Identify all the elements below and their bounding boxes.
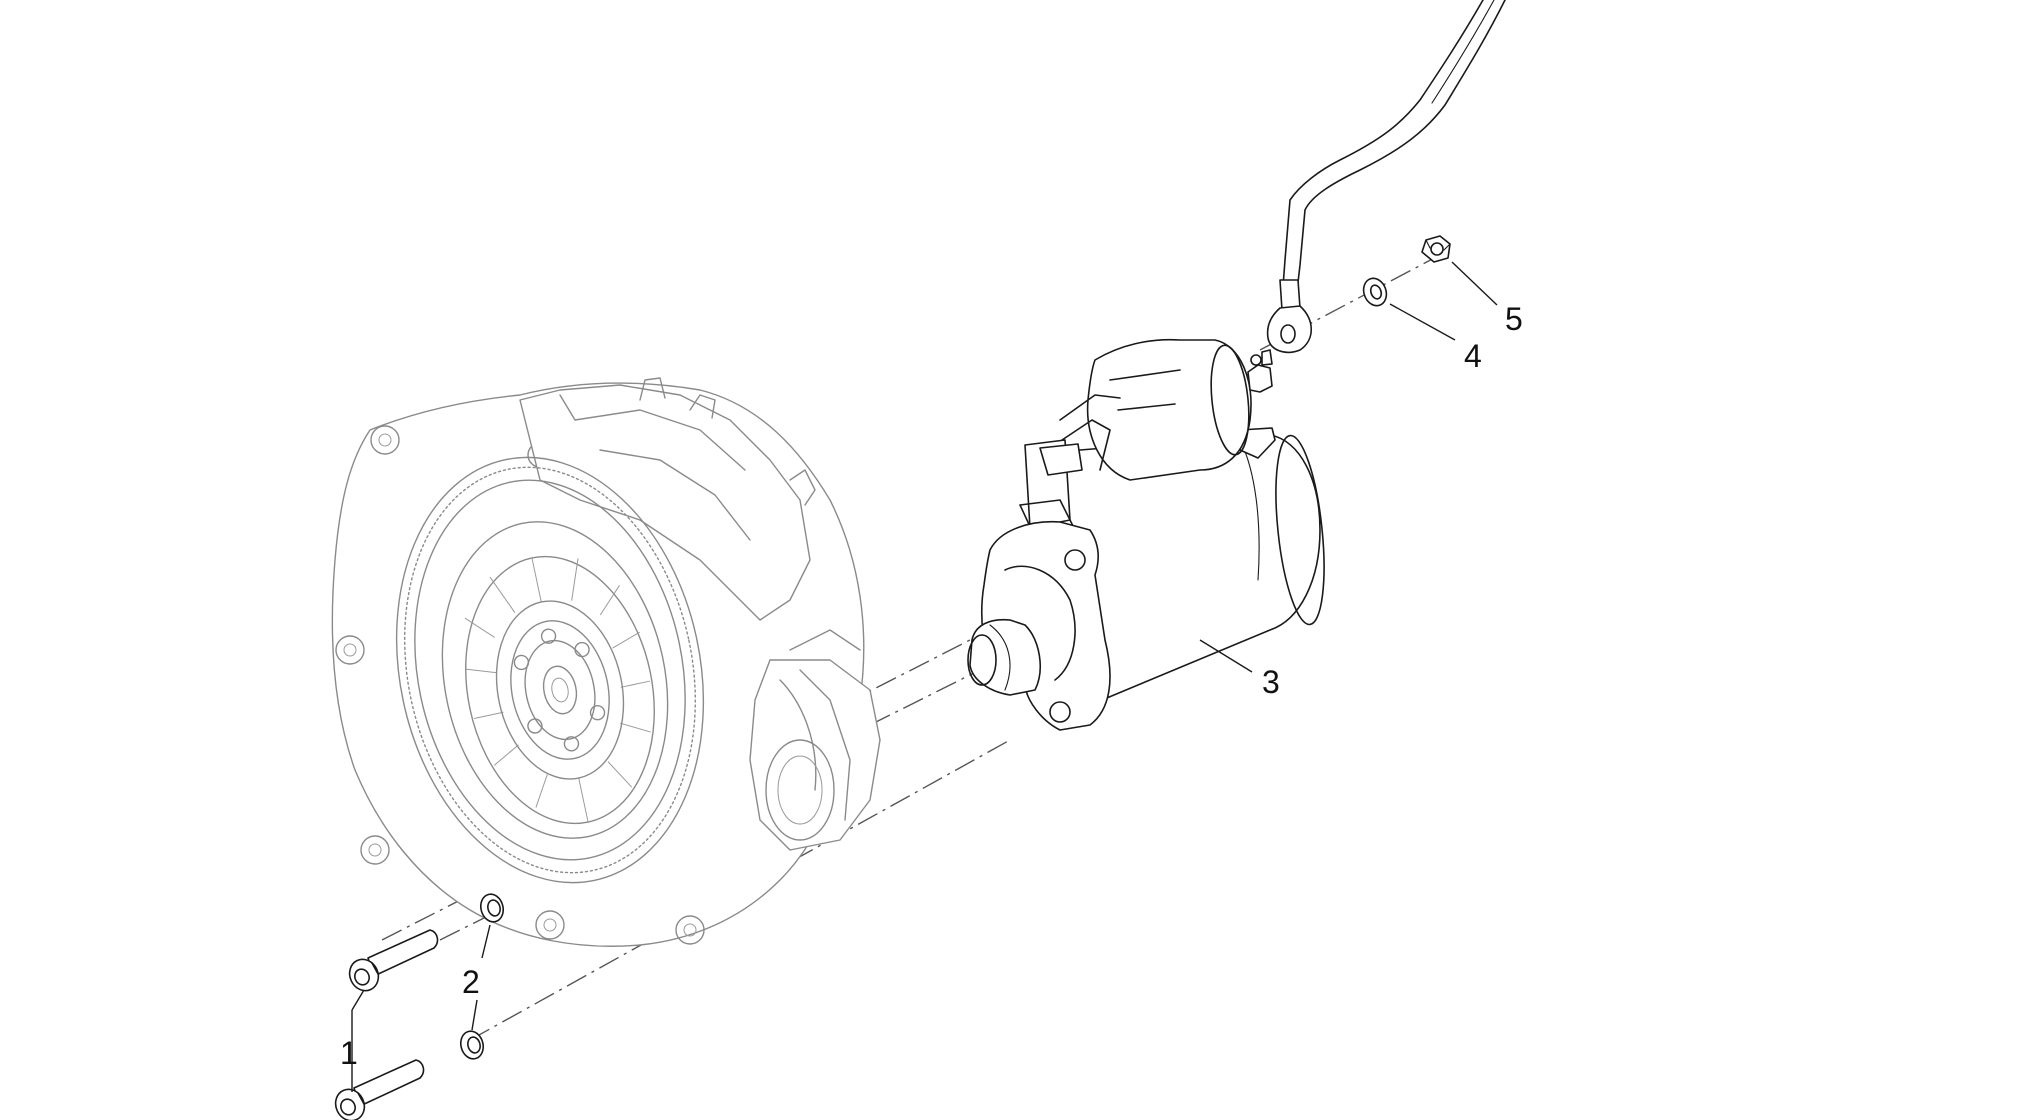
callout-5: 5 — [1505, 301, 1523, 337]
starter-motor — [967, 338, 1325, 731]
engine-housing — [331, 377, 881, 947]
hex-nut — [1421, 235, 1451, 263]
spring-washer — [1362, 277, 1388, 307]
callout-1: 1 — [340, 1035, 358, 1071]
callout-2: 2 — [462, 964, 480, 1000]
callout-4: 4 — [1464, 338, 1482, 374]
washer-upper — [479, 893, 505, 923]
bolt-upper — [348, 929, 439, 992]
flywheel-assembly — [395, 456, 705, 884]
washer-lower — [459, 1030, 485, 1060]
leader-lines — [351, 261, 1498, 1092]
callout-3: 3 — [1262, 664, 1280, 700]
callout-labels: 1 2 3 4 5 — [340, 301, 1523, 1071]
battery-cable — [1266, 0, 1506, 354]
